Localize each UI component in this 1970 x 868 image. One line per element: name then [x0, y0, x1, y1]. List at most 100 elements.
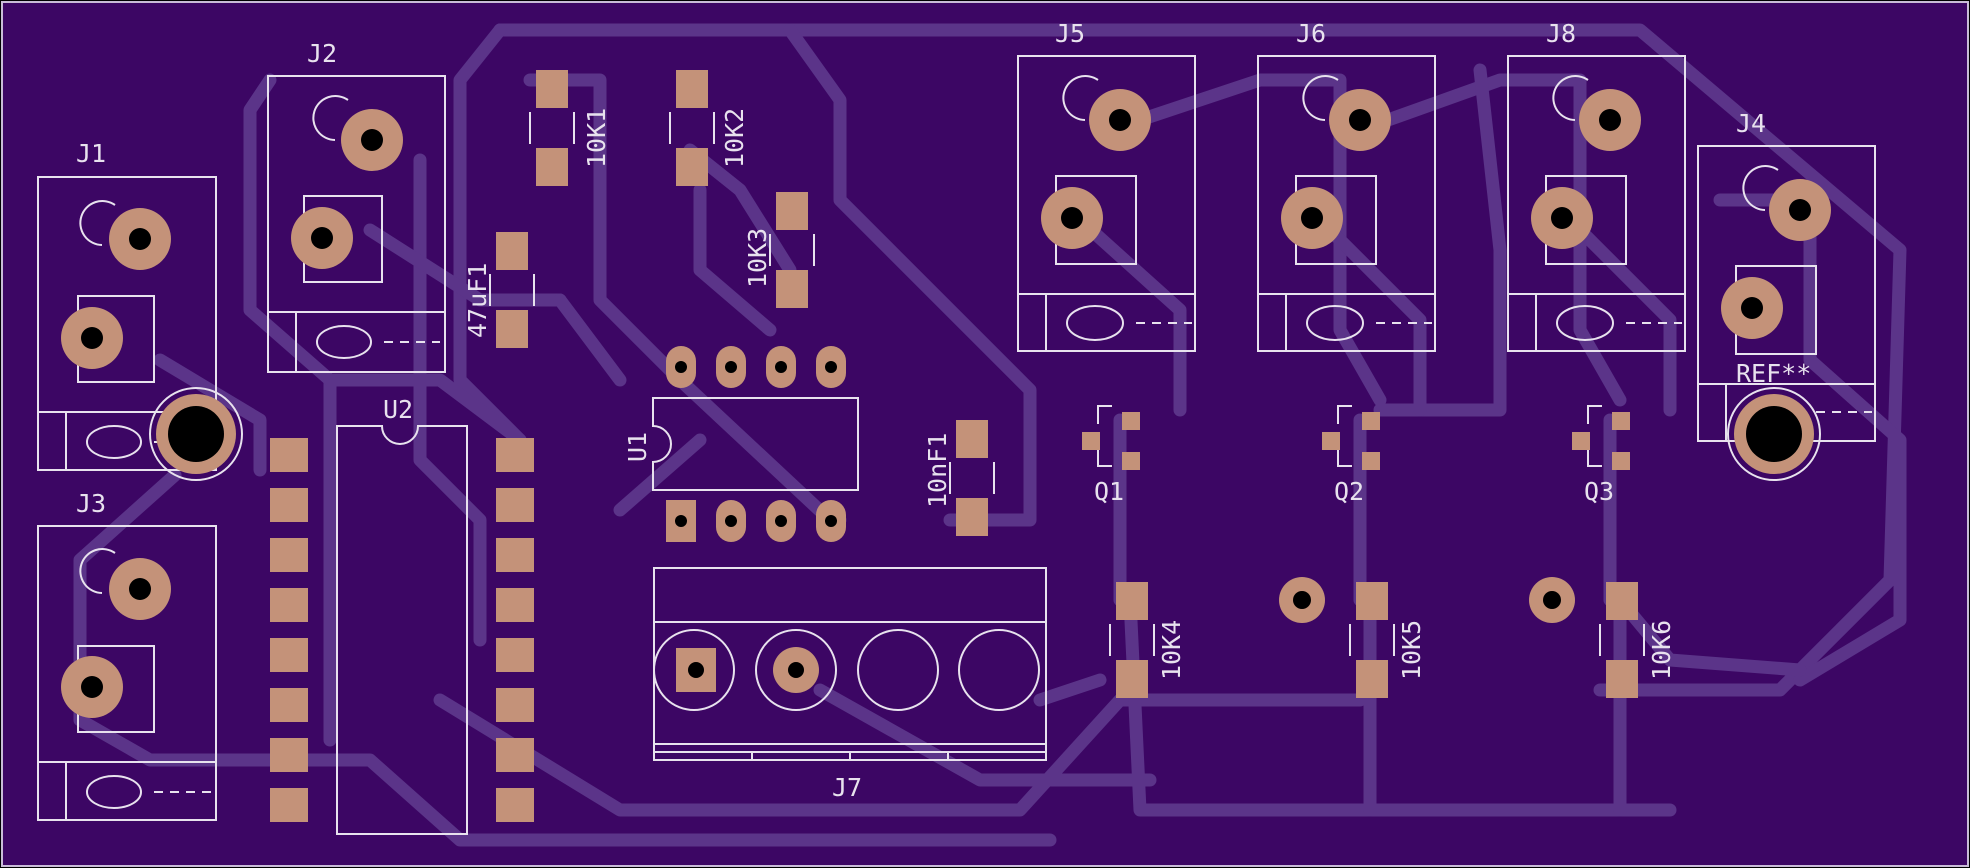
u2-pad: [270, 438, 308, 472]
terminal-block-j7: J7: [653, 567, 1047, 802]
ic-u1: U1: [623, 346, 859, 542]
10k2-label: 10K2: [720, 108, 749, 168]
10k4-pad-2: [1116, 660, 1148, 698]
j1-drill-1: [129, 228, 151, 250]
j2-drill-1: [361, 129, 383, 151]
resistor-10k3: 10K3: [743, 192, 815, 308]
u2-pad: [270, 738, 308, 772]
j7-label: J7: [832, 773, 862, 802]
resistor-10k2: 10K2: [669, 70, 749, 186]
j6-arc: [1302, 75, 1339, 121]
u1-drill: [675, 361, 687, 373]
connector-j5: J5: [1017, 19, 1196, 352]
10k3-label: 10K3: [743, 228, 772, 288]
j6-key-ellipse: [1306, 305, 1364, 341]
j2-label: J2: [307, 39, 337, 68]
j6-label: J6: [1296, 19, 1326, 48]
transistor-q1: Q1: [1082, 405, 1140, 506]
ic-u2: U2: [270, 395, 534, 835]
u2-pad: [270, 538, 308, 572]
mounting-hole-right-ring: [1727, 387, 1821, 481]
q3-pad-3: [1612, 452, 1630, 470]
u2-pad: [496, 638, 534, 672]
j3-drill-2: [81, 676, 103, 698]
10k5-label: 10K5: [1397, 620, 1426, 680]
q3-pad-2: [1572, 432, 1590, 450]
resistor-10k1: 10K1: [529, 70, 611, 186]
mounting-hole-right-drill: [1746, 406, 1802, 462]
mounting-hole-left: [149, 387, 243, 481]
47uf1-pad-1: [496, 232, 528, 270]
u2-pad: [496, 438, 534, 472]
j4-label: J4: [1736, 109, 1766, 138]
ref-label: REF**: [1736, 359, 1811, 388]
q1-pad-3: [1122, 452, 1140, 470]
10k5-pad-2: [1356, 660, 1388, 698]
10k6-label: 10K6: [1647, 620, 1676, 680]
u2-pad: [496, 688, 534, 722]
u1-drill: [725, 515, 737, 527]
j3-drill-1: [129, 578, 151, 600]
u2-pad: [270, 638, 308, 672]
j5-label: J5: [1055, 19, 1085, 48]
resistor-10k6: 10K6: [1529, 577, 1676, 698]
u1-label: U1: [623, 432, 652, 462]
j6-outline: [1257, 55, 1436, 352]
q2-outline: [1337, 405, 1352, 467]
connector-j8: J8: [1507, 19, 1686, 352]
mounting-hole-left-ring: [149, 387, 243, 481]
mounting-hole-right: REF**: [1727, 359, 1821, 481]
q1-pad-2: [1082, 432, 1100, 450]
10nf1-pad-2: [956, 498, 988, 536]
j4-drill-1: [1789, 199, 1811, 221]
u1-drill: [675, 515, 687, 527]
q1-pad-1: [1122, 412, 1140, 430]
j8-key-ellipse: [1556, 305, 1614, 341]
10k4-label: 10K4: [1157, 620, 1186, 680]
10k1-label: 10K1: [582, 108, 611, 168]
u1-drill: [825, 515, 837, 527]
j3-outline: [37, 525, 217, 821]
10k5-pad-1: [1356, 582, 1388, 620]
10k3-pad-2: [776, 270, 808, 308]
q1-label: Q1: [1094, 477, 1124, 506]
connector-j2: J2: [267, 39, 446, 373]
10k2-pad-2: [676, 148, 708, 186]
q2-label: Q2: [1334, 477, 1364, 506]
10nf1-pad-1: [956, 420, 988, 458]
j4-arc: [1742, 165, 1779, 211]
j8-label: J8: [1546, 19, 1576, 48]
u1-drill: [775, 361, 787, 373]
connector-j4: J4: [1697, 109, 1876, 442]
j7-drill-2: [788, 662, 804, 678]
j4-drill-2: [1741, 297, 1763, 319]
u1-outline: [652, 397, 859, 491]
j1-outline: [37, 176, 217, 471]
j5-arc: [1062, 75, 1099, 121]
q2-pad-2: [1322, 432, 1340, 450]
q1-outline: [1097, 405, 1112, 467]
10k5-via-drill: [1293, 591, 1311, 609]
capacitor-47uf1: 47uF1: [463, 232, 535, 348]
j6-drill-2: [1301, 207, 1323, 229]
j5-outline: [1017, 55, 1196, 352]
j1-key-ellipse: [86, 425, 142, 459]
q2-pad-1: [1362, 412, 1380, 430]
u2-pad: [496, 538, 534, 572]
47uf1-pad-2: [496, 310, 528, 348]
j5-key-ellipse: [1066, 305, 1124, 341]
transistor-q2: Q2: [1322, 405, 1380, 506]
copper-traces: [73, 23, 1907, 847]
10k6-via-drill: [1543, 591, 1561, 609]
resistor-10k5: 10K5: [1279, 577, 1426, 698]
capacitor-10nf1: 10nF1: [923, 420, 995, 536]
j7-ring-2: [755, 629, 837, 711]
j8-outline: [1507, 55, 1686, 352]
10nf1-label: 10nF1: [923, 433, 952, 508]
j2-key-ellipse: [316, 325, 372, 359]
j2-outline: [267, 75, 446, 373]
10k6-pad-1: [1606, 582, 1638, 620]
47uf1-label: 47uF1: [463, 263, 492, 338]
10k2-pad-1: [676, 70, 708, 108]
